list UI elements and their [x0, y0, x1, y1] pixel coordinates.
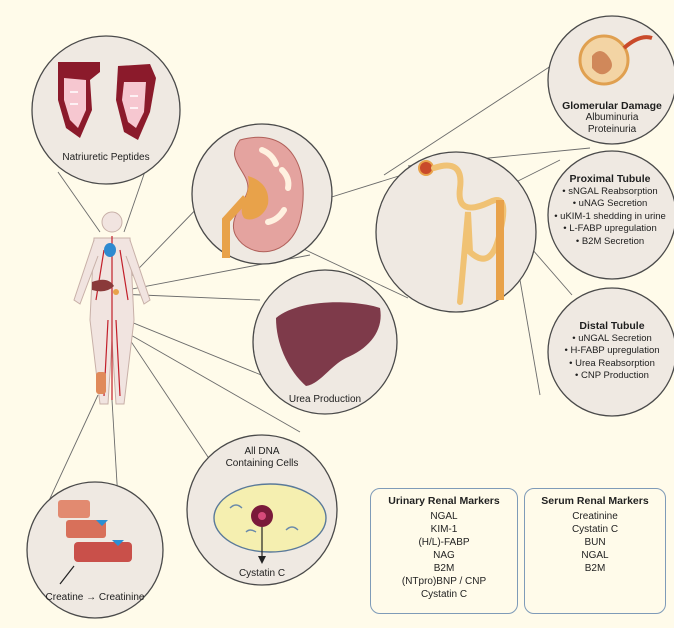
proximal-tubule-block: Proximal Tubule sNGAL Reabsorption uNAG … [546, 173, 674, 248]
natriuretic-peptides-label: Natriuretic Peptides [56, 152, 156, 164]
urea-production-label: Urea Production [270, 394, 380, 406]
distal-tubule-block: Distal Tubule uNGAL Secretion H-FABP upr… [554, 320, 670, 383]
urinary-marker-item: (H/L)-FABP [371, 536, 517, 549]
urinary-markers-title: Urinary Renal Markers [371, 495, 517, 508]
proximal-item: sNGAL Reabsorption [546, 186, 674, 199]
body-illustration [74, 212, 150, 404]
serum-markers-box: Serum Renal Markers Creatinine Cystatin … [524, 488, 666, 614]
creatine-creatinine-label: Creatine → Creatinine [30, 592, 160, 604]
cystatin-c-label: Cystatin C [222, 568, 302, 580]
urinary-marker-item: (NTpro)BNP / CNP [371, 575, 517, 588]
serum-marker-item: NGAL [525, 549, 665, 562]
serum-marker-item: BUN [525, 536, 665, 549]
urinary-marker-item: NGAL [371, 510, 517, 523]
glomerular-item: Proteinuria [556, 124, 668, 136]
glomerular-item: Albuminuria [556, 112, 668, 124]
urinary-marker-item: NAG [371, 549, 517, 562]
glomerular-damage-block: Glomerular Damage Albuminuria Proteinuri… [556, 100, 668, 136]
serum-marker-item: B2M [525, 562, 665, 575]
glomerular-damage-title: Glomerular Damage [556, 100, 668, 112]
distal-tubule-title: Distal Tubule [554, 320, 670, 333]
proximal-item: uKIM-1 shedding in urine [546, 211, 674, 224]
urinary-marker-item: KIM-1 [371, 523, 517, 536]
nephron-circle [376, 152, 536, 312]
serum-marker-item: Creatinine [525, 510, 665, 523]
urinary-marker-item: Cystatin C [371, 588, 517, 601]
proximal-item: B2M Secretion [546, 236, 674, 249]
proximal-item: uNAG Secretion [546, 198, 674, 211]
urinary-marker-item: B2M [371, 562, 517, 575]
proximal-tubule-title: Proximal Tubule [546, 173, 674, 186]
distal-item: CNP Production [554, 370, 670, 383]
cells-title: All DNA Containing Cells [222, 446, 302, 470]
urinary-markers-box: Urinary Renal Markers NGAL KIM-1 (H/L)-F… [370, 488, 518, 614]
serum-markers-title: Serum Renal Markers [525, 495, 665, 508]
distal-item: uNGAL Secretion [554, 333, 670, 346]
proximal-item: L-FABP upregulation [546, 223, 674, 236]
serum-marker-item: Cystatin C [525, 523, 665, 536]
distal-item: H-FABP upregulation [554, 345, 670, 358]
distal-item: Urea Reabsorption [554, 358, 670, 371]
